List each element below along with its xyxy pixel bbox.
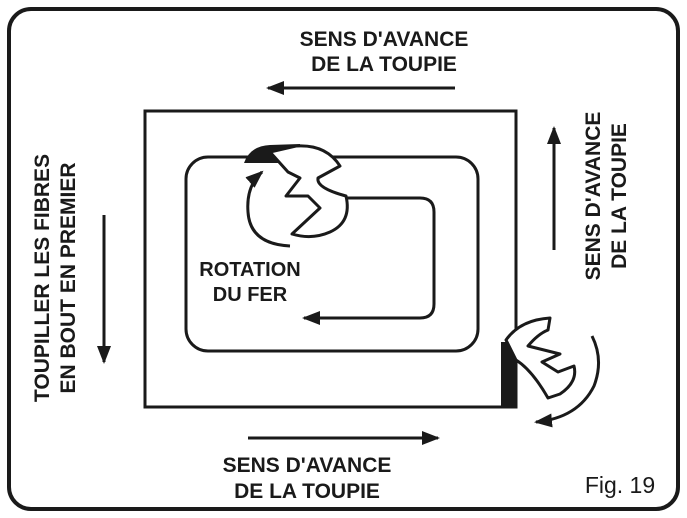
rotation-label-line2: DU FER <box>213 284 288 306</box>
left-label-line1: TOUPILLER LES FIBRES <box>31 154 54 402</box>
bottom-label-line1: SENS D'AVANCE <box>223 454 392 477</box>
right-label-line1: SENS D'AVANCE <box>582 112 605 281</box>
workpiece-outline <box>143 109 518 409</box>
left-label-line2: EN BOUT EN PREMIER <box>57 162 80 393</box>
cutter-head-icon <box>268 144 349 239</box>
inner-feed-path-arrow <box>302 196 436 325</box>
bottom-label-line2: DE LA TOUPIE <box>234 480 380 503</box>
figure-number: Fig. 19 <box>585 472 655 498</box>
top-label-line2: DE LA TOUPIE <box>311 53 457 76</box>
rotation-arc-lower <box>534 335 600 428</box>
cut-mark-corner <box>501 342 516 407</box>
rotation-label-line1: ROTATION <box>199 259 300 281</box>
cutter-head-icon <box>504 316 577 400</box>
outer-frame <box>7 7 680 511</box>
top-label-line1: SENS D'AVANCE <box>300 28 469 51</box>
rotation-arc-upper <box>245 170 291 248</box>
right-label-line2: DE LA TOUPIE <box>608 123 631 269</box>
